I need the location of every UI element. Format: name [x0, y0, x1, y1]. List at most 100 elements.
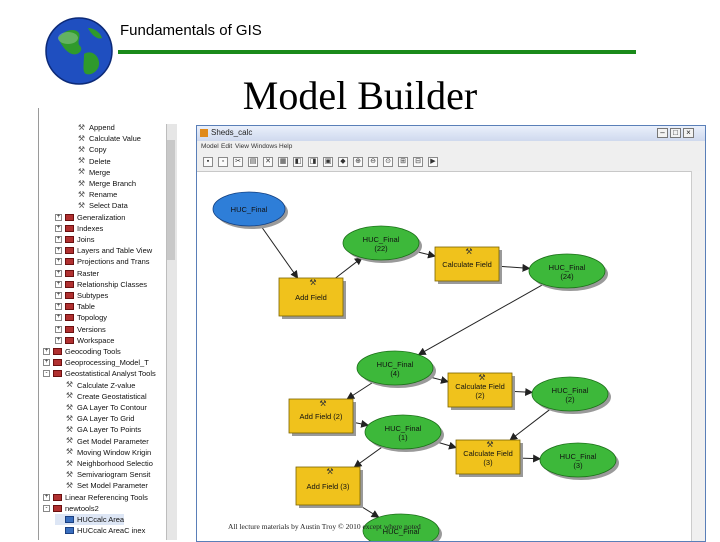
toolbox-tree-item[interactable]: ⚒Merge Branch [67, 178, 136, 189]
toolbox-tree-item[interactable]: ⚒Delete [67, 156, 111, 167]
toolbox-tree-item[interactable]: ⚒Rename [67, 189, 117, 200]
toolbox-tree-item[interactable]: +Versions [55, 324, 106, 335]
connector-arrow[interactable] [346, 381, 374, 400]
menu-edit[interactable]: Edit [221, 143, 233, 150]
toolbox-tree-item[interactable]: ⚒Select Data [67, 200, 128, 211]
toolbox-tree-item[interactable]: +Geoprocessing_Model_T [43, 357, 149, 368]
connector-arrow[interactable] [498, 263, 531, 272]
toolbar-button-icon[interactable]: ◨ [308, 157, 318, 167]
toolbox-tree-item[interactable]: HUCcalc AreaC inex [55, 525, 145, 536]
maximize-icon[interactable]: □ [670, 128, 681, 138]
toolbox-tree-item[interactable]: +Layers and Table View [55, 245, 152, 256]
data-node[interactable]: HUC_Final [362, 513, 442, 541]
toolbar-button-icon[interactable]: ▪ [203, 157, 213, 167]
menu-model[interactable]: Model [201, 143, 219, 150]
toolbar-button-icon[interactable]: ⊕ [353, 157, 363, 167]
expand-icon[interactable]: + [55, 303, 62, 311]
expand-icon[interactable]: + [55, 314, 62, 322]
toolbox-tree-item[interactable]: +Raster [55, 268, 99, 279]
toolbox-tree-item[interactable]: +Projections and Trans [55, 256, 150, 267]
toolbox-tree-item[interactable]: ⚒GA Layer To Contour [55, 402, 147, 413]
toolbox-tree-item[interactable]: ⚒Calculate Value [67, 133, 141, 144]
toolbox-tree-item[interactable]: ⚒Calculate Z-value [55, 380, 135, 391]
toolbox-scrollbar-thumb[interactable] [167, 140, 175, 260]
expand-icon[interactable]: + [55, 258, 62, 266]
minimize-icon[interactable]: – [657, 128, 668, 138]
expand-icon[interactable]: + [55, 269, 62, 277]
toolbox-tree-item[interactable]: ⚒Set Model Parameter [55, 480, 148, 491]
toolbar-button-icon[interactable]: ⊞ [398, 157, 408, 167]
toolbar-button-icon[interactable]: ✕ [263, 157, 273, 167]
tool-node[interactable]: ⚒Add Field (3) [295, 466, 363, 508]
data-node[interactable]: HUC_Final(1) [364, 414, 444, 452]
toolbox-tree-item[interactable]: -newtools2 [43, 503, 99, 514]
toolbox-tree-item[interactable]: ⚒Copy [67, 144, 107, 155]
data-node[interactable]: HUC_Final(3) [539, 442, 619, 480]
toolbox-tree-item[interactable]: ⚒Append [67, 122, 115, 133]
collapse-icon[interactable]: - [43, 370, 50, 378]
expand-icon[interactable]: + [55, 292, 62, 299]
expand-icon[interactable]: + [55, 325, 62, 333]
toolbox-tree-item[interactable]: HUCcalc Area [55, 514, 125, 525]
toolbar-button-icon[interactable]: ▫ [218, 157, 228, 167]
toolbar-button-icon[interactable]: ▦ [278, 157, 288, 167]
expand-icon[interactable]: + [43, 348, 50, 355]
connector-arrow[interactable] [417, 283, 544, 356]
expand-icon[interactable]: + [55, 280, 62, 288]
connector-arrow[interactable] [335, 257, 363, 279]
input-data-node[interactable]: HUC_Final [212, 191, 288, 229]
collapse-icon[interactable]: - [43, 504, 50, 512]
model-vertical-scrollbar[interactable] [691, 171, 705, 541]
menu-help[interactable]: Help [279, 143, 293, 150]
toolbox-tree-item[interactable]: -Geostatistical Analyst Tools [43, 368, 156, 379]
connector-arrow[interactable] [519, 454, 542, 463]
connector-arrow[interactable] [353, 446, 384, 468]
toolbar-button-icon[interactable]: ◆ [338, 157, 348, 167]
toolbar-button-icon[interactable]: ⊟ [413, 157, 423, 167]
tool-node[interactable]: ⚒Calculate Field [434, 246, 502, 284]
toolbox-tree-item[interactable]: ⚒Create Geostatistical [55, 391, 147, 402]
toolbox-tree-item[interactable]: ⚒Get Model Parameter [55, 436, 149, 447]
toolbox-tree-item[interactable]: ⚒GA Layer To Points [55, 424, 141, 435]
toolbox-tree-item[interactable]: +Geocoding Tools [43, 346, 121, 357]
toolbox-tree-item[interactable]: +Table [55, 301, 95, 312]
toolbox-tree-item[interactable]: +Indexes [55, 223, 103, 234]
toolbox-tree-item[interactable]: ⚒Semivariogram Sensit [55, 469, 150, 480]
toolbar-button-icon[interactable]: ▤ [248, 157, 258, 167]
toolbox-tree-item[interactable]: ⚒Neighborhood Selectio [55, 458, 153, 469]
connector-arrow[interactable] [259, 224, 299, 279]
expand-icon[interactable]: + [43, 493, 50, 501]
close-icon[interactable]: × [683, 128, 694, 138]
data-node[interactable]: HUC_Final(2) [531, 376, 611, 414]
model-window-titlebar[interactable]: Sheds_calc – □ × [197, 126, 705, 141]
toolbox-tree-item[interactable]: ⚒Merge [67, 167, 110, 178]
toolbox-tree-item[interactable]: +Linear Referencing Tools [43, 492, 148, 503]
toolbar-button-icon[interactable]: ✂ [233, 157, 243, 167]
expand-icon[interactable]: + [55, 336, 62, 344]
tool-node[interactable]: ⚒Add Field (2) [288, 398, 356, 436]
menu-view[interactable]: View [235, 143, 249, 150]
toolbox-tree-item[interactable]: +Workspace [55, 335, 114, 346]
data-node[interactable]: HUC_Final(22) [342, 225, 422, 263]
toolbar-button-icon[interactable]: ⊖ [368, 157, 378, 167]
expand-icon[interactable]: + [55, 224, 62, 232]
data-node[interactable]: HUC_Final(4) [356, 350, 436, 388]
data-node[interactable]: HUC_Final(24) [528, 253, 608, 291]
connector-arrow[interactable] [509, 408, 552, 441]
toolbox-tree-item[interactable]: +Relationship Classes [55, 279, 147, 290]
expand-icon[interactable]: + [55, 213, 62, 221]
menu-windows[interactable]: Windows [251, 143, 278, 150]
tool-node[interactable]: ⚒Calculate Field(3) [455, 439, 523, 477]
toolbar-button-icon[interactable]: ▣ [323, 157, 333, 167]
toolbox-tree-item[interactable]: +Joins [55, 234, 95, 245]
toolbox-tree-item[interactable]: +Generalization [55, 212, 125, 223]
toolbox-tree-item[interactable]: ⚒Moving Window Krigin [55, 447, 151, 458]
toolbox-tree-item[interactable]: ⚒GA Layer To Grid [55, 413, 134, 424]
connector-arrow[interactable] [511, 388, 534, 397]
toolbar-button-icon[interactable]: ⊙ [383, 157, 393, 167]
expand-icon[interactable]: + [43, 359, 50, 367]
toolbox-scrollbar[interactable] [166, 124, 177, 540]
tool-node[interactable]: ⚒Calculate Field(2) [447, 372, 515, 410]
expand-icon[interactable]: + [55, 236, 62, 243]
